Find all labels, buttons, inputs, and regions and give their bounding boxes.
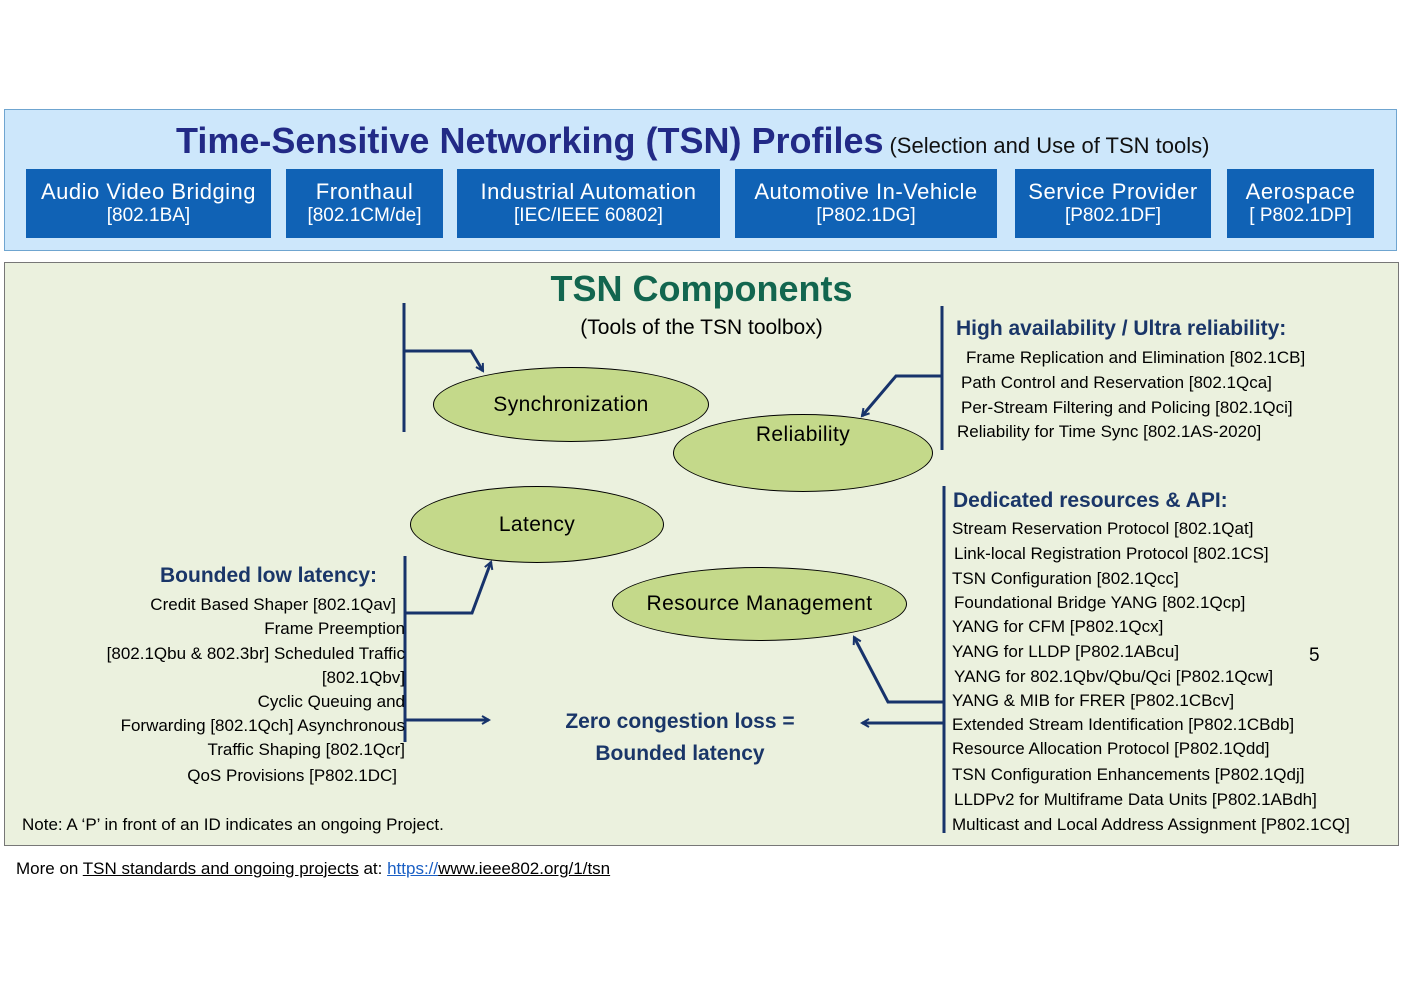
profile-id: [ P802.1DP] xyxy=(1249,205,1352,227)
profile-id: [P802.1DG] xyxy=(816,205,916,227)
project-note: Note: A ‘P’ in front of an ID indicates … xyxy=(22,815,444,834)
profile-audio-video-bridging: Audio Video Bridging [802.1BA] xyxy=(26,169,271,238)
zero-congestion-line1: Zero congestion loss = xyxy=(565,710,795,733)
latency-line: Credit Based Shaper [802.1Qav] xyxy=(150,595,396,614)
latency-ellipse: Latency xyxy=(410,486,664,563)
latency-line: [802.1Qbu & 802.3br] Scheduled Traffic xyxy=(106,644,405,663)
profile-name: Fronthaul xyxy=(315,178,414,204)
resources-item: Foundational Bridge YANG [802.1Qcp] xyxy=(954,593,1246,612)
reliability-item: Reliability for Time Sync [802.1AS-2020] xyxy=(957,422,1262,441)
latency-line: Forwarding [802.1Qch] Asynchronous xyxy=(120,716,405,735)
reliability-item: Per-Stream Filtering and Policing [802.1… xyxy=(961,398,1293,417)
components-panel xyxy=(4,262,1399,846)
resource-management-ellipse: Resource Management xyxy=(612,567,907,641)
resources-item: Stream Reservation Protocol [802.1Qat] xyxy=(952,519,1254,538)
resources-heading: Dedicated resources & API: xyxy=(953,489,1228,512)
footer: More on TSN standards and ongoing projec… xyxy=(16,859,610,879)
resources-item: TSN Configuration Enhancements [P802.1Qd… xyxy=(952,765,1305,784)
profile-id: [IEC/IEEE 60802] xyxy=(514,205,663,227)
zero-congestion-line2: Bounded latency xyxy=(595,742,765,765)
profiles-title: Time-Sensitive Networking (TSN) Profiles… xyxy=(176,120,1209,162)
profiles-subtitle: (Selection and Use of TSN tools) xyxy=(889,133,1210,158)
resources-item: YANG for LLDP [P802.1ABcu] xyxy=(952,642,1180,661)
synchronization-ellipse: Synchronization xyxy=(433,367,709,442)
footer-prefix: More on xyxy=(16,859,83,878)
profile-id: [P802.1DF] xyxy=(1064,205,1162,227)
reliability-arrow xyxy=(862,374,942,416)
profile-name: Service Provider xyxy=(1028,178,1198,204)
latency-line: QoS Provisions [P802.1DC] xyxy=(187,766,397,785)
components-title: TSN Components xyxy=(550,268,853,309)
resource-management-arrow xyxy=(852,637,944,704)
url-path-link[interactable]: www.ieee802.org/1/tsn xyxy=(438,859,611,878)
latency-heading: Bounded low latency: xyxy=(160,564,378,587)
profile-name: Industrial Automation xyxy=(480,178,697,204)
resource-management-label: Resource Management xyxy=(646,592,873,615)
sync-arrow xyxy=(404,349,485,371)
latency-arrow xyxy=(405,562,491,615)
latency-line: Frame Preemption xyxy=(264,619,405,638)
reliability-heading: High availability / Ultra reliability: xyxy=(956,317,1287,340)
components-subtitle: (Tools of the TSN toolbox) xyxy=(580,316,823,339)
page-number: 5 xyxy=(1309,645,1320,666)
resources-item: YANG & MIB for FRER [P802.1CBcv] xyxy=(952,691,1235,710)
resources-item: Resource Allocation Protocol [P802.1Qdd] xyxy=(952,739,1270,758)
profile-automotive-in-vehicle: Automotive In-Vehicle [P802.1DG] xyxy=(735,169,997,238)
url-https-link[interactable]: https:// xyxy=(387,859,439,878)
reliability-item: Path Control and Reservation [802.1Qca] xyxy=(961,373,1272,392)
synchronization-label: Synchronization xyxy=(493,392,649,416)
resources-item: YANG for 802.1Qbv/Qbu/Qci [P802.1Qcw] xyxy=(954,667,1274,686)
zero-congestion-note: Zero congestion loss = Bounded latency xyxy=(520,706,840,770)
resources-item: TSN Configuration [802.1Qcc] xyxy=(952,569,1179,588)
profile-name: Automotive In-Vehicle xyxy=(754,178,978,204)
resources-item: LLDPv2 for Multiframe Data Units [P802.1… xyxy=(954,790,1317,809)
footer-middle: at: xyxy=(358,859,388,878)
profile-fronthaul: Fronthaul [802.1CM/de] xyxy=(286,169,443,238)
profiles-title-text: Time-Sensitive Networking (TSN) Profiles xyxy=(176,120,884,161)
reliability-label: Reliability xyxy=(755,423,851,446)
latency-line: [802.1Qbv] xyxy=(321,668,405,687)
reliability-ellipse: Reliability xyxy=(673,414,933,492)
latency-line: Cyclic Queuing and xyxy=(257,692,405,711)
profile-aerospace: Aerospace [ P802.1DP] xyxy=(1227,169,1374,238)
tsn-standards-link[interactable]: TSN standards and ongoing projects xyxy=(82,859,359,878)
resources-item: Extended Stream Identification [P802.1CB… xyxy=(952,715,1295,734)
profile-name: Aerospace xyxy=(1245,178,1356,204)
resources-item: YANG for CFM [P802.1Qcx] xyxy=(952,617,1164,636)
resources-item: Link-local Registration Protocol [802.1C… xyxy=(954,544,1269,563)
profile-id: [802.1CM/de] xyxy=(307,205,422,227)
latency-label: Latency xyxy=(498,512,576,536)
profile-id: [802.1BA] xyxy=(106,205,191,227)
latency-line: Traffic Shaping [802.1Qcr] xyxy=(207,740,406,759)
reliability-item: Frame Replication and Elimination [802.1… xyxy=(966,348,1306,367)
profile-name: Audio Video Bridging xyxy=(40,178,257,204)
resources-item: Multicast and Local Address Assignment [… xyxy=(952,815,1350,834)
profile-service-provider: Service Provider [P802.1DF] xyxy=(1015,169,1211,238)
profile-industrial-automation: Industrial Automation [IEC/IEEE 60802] xyxy=(457,169,720,238)
